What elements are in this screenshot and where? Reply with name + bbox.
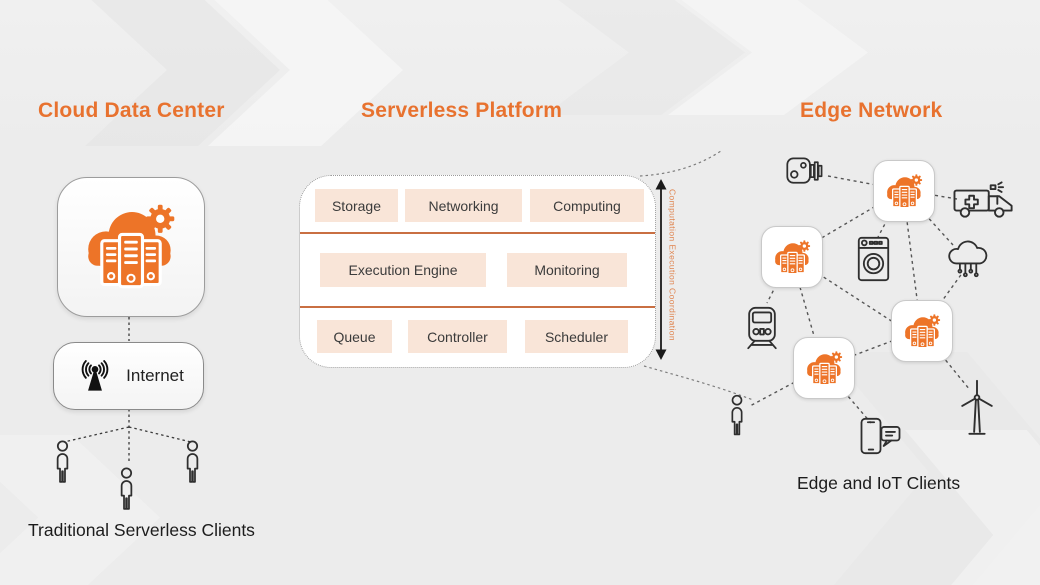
broadcast-antenna-icon: [73, 357, 117, 395]
edge-node: [891, 300, 953, 362]
wind-turbine-icon: [956, 378, 998, 438]
smartphone-message-icon: [858, 417, 903, 455]
edge-clients-caption: Edge and IoT Clients: [797, 473, 961, 493]
person-icon: [51, 437, 74, 486]
person-icon: [726, 392, 748, 438]
person-icon: [181, 437, 204, 486]
edge-server-node-icon: [771, 238, 814, 277]
component-controller: Controller: [408, 320, 507, 353]
edge-section-title: Edge Network: [800, 99, 943, 122]
edge-node: [793, 337, 855, 399]
person-icon: [115, 464, 138, 513]
serverless-platform-box: Storage Networking Computing Execution E…: [299, 175, 656, 368]
cloud-datacenter-icon: [78, 199, 184, 295]
component-networking: Networking: [405, 189, 522, 222]
edge-node: [761, 226, 823, 288]
edge-node: [873, 160, 935, 222]
edge-server-node-icon: [883, 172, 926, 211]
datacenter-node: [57, 177, 205, 317]
component-storage: Storage: [315, 189, 398, 222]
component-execution-engine: Execution Engine: [320, 253, 486, 287]
component-monitoring: Monitoring: [507, 253, 627, 287]
internet-node: Internet: [53, 342, 204, 410]
train-icon: [742, 306, 782, 350]
cctv-camera-icon: [786, 156, 826, 186]
iot-cloud-icon: [944, 238, 994, 278]
component-queue: Queue: [317, 320, 392, 353]
layer-divider: [300, 232, 655, 234]
washing-machine-icon: [856, 236, 891, 282]
component-computing: Computing: [530, 189, 644, 222]
edge-server-node-icon: [901, 312, 944, 351]
internet-label: Internet: [126, 366, 184, 385]
coordination-label: Computation Execution Coordination: [667, 189, 678, 342]
traditional-clients-caption: Traditional Serverless Clients: [28, 520, 255, 540]
cloud-section-title: Cloud Data Center: [38, 99, 225, 122]
platform-section-title: Serverless Platform: [361, 99, 563, 122]
edge-server-node-icon: [803, 349, 846, 388]
coordination-arrow: [655, 179, 667, 360]
component-scheduler: Scheduler: [525, 320, 628, 353]
ambulance-icon: [952, 181, 1016, 221]
layer-divider: [300, 306, 655, 308]
